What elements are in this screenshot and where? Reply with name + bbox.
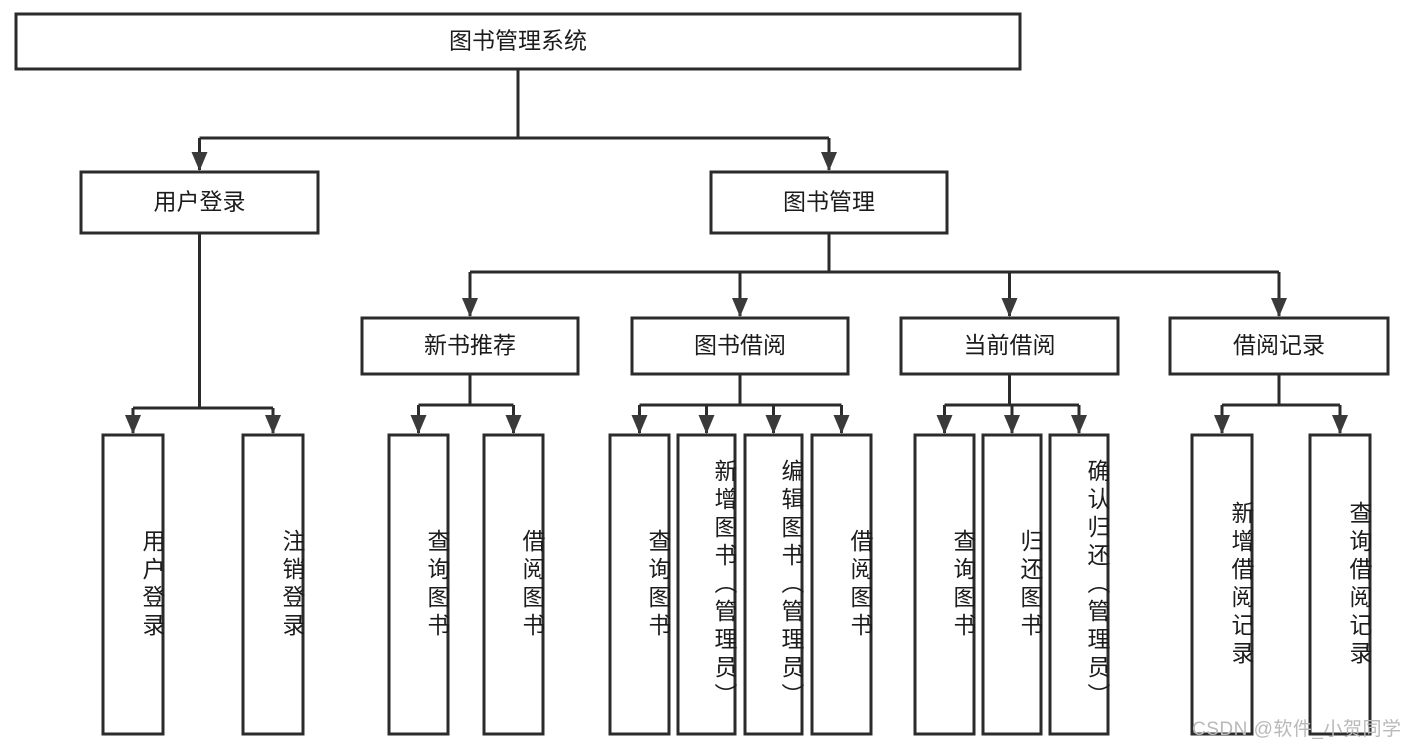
node-edit-book-admin[interactable] — [743, 433, 804, 736]
node-query-book-2[interactable] — [608, 433, 671, 736]
node-borrow-book-2[interactable] — [810, 433, 873, 736]
node-query-book-3[interactable] — [913, 433, 976, 736]
node-label-book-borrow: 图书借阅 — [694, 332, 786, 358]
node-add-borrow-record[interactable] — [1190, 433, 1254, 736]
node-user-login[interactable] — [79, 170, 320, 235]
node-label-book-manage: 图书管理 — [783, 189, 875, 215]
node-label-current-borrow: 当前借阅 — [964, 332, 1056, 358]
node-label-borrow-record: 借阅记录 — [1233, 332, 1325, 358]
node-borrow-record[interactable] — [1168, 316, 1390, 376]
node-user-logout[interactable] — [241, 433, 305, 736]
node-box-layer — [14, 12, 1390, 736]
node-borrow-book-1[interactable] — [482, 433, 545, 736]
node-add-book-admin[interactable] — [676, 433, 737, 736]
node-book-manage[interactable] — [709, 170, 949, 235]
node-label-new-book-recommend: 新书推荐 — [424, 332, 516, 358]
node-label-user-login: 用户登录 — [154, 189, 246, 215]
node-new-book-recommend[interactable] — [360, 316, 580, 376]
node-book-borrow[interactable] — [630, 316, 850, 376]
csdn-watermark: CSDN @软件_小贺同学 — [1192, 719, 1402, 740]
node-label-root: 图书管理系统 — [449, 28, 587, 54]
node-current-borrow[interactable] — [899, 316, 1120, 376]
node-user-login-do[interactable] — [101, 433, 165, 736]
node-confirm-return-admin[interactable] — [1048, 433, 1110, 736]
node-query-book-1[interactable] — [387, 433, 450, 736]
node-query-borrow-record[interactable] — [1308, 433, 1372, 736]
connector-layer — [125, 69, 1348, 434]
node-return-book[interactable] — [981, 433, 1043, 736]
node-root[interactable] — [14, 12, 1022, 71]
